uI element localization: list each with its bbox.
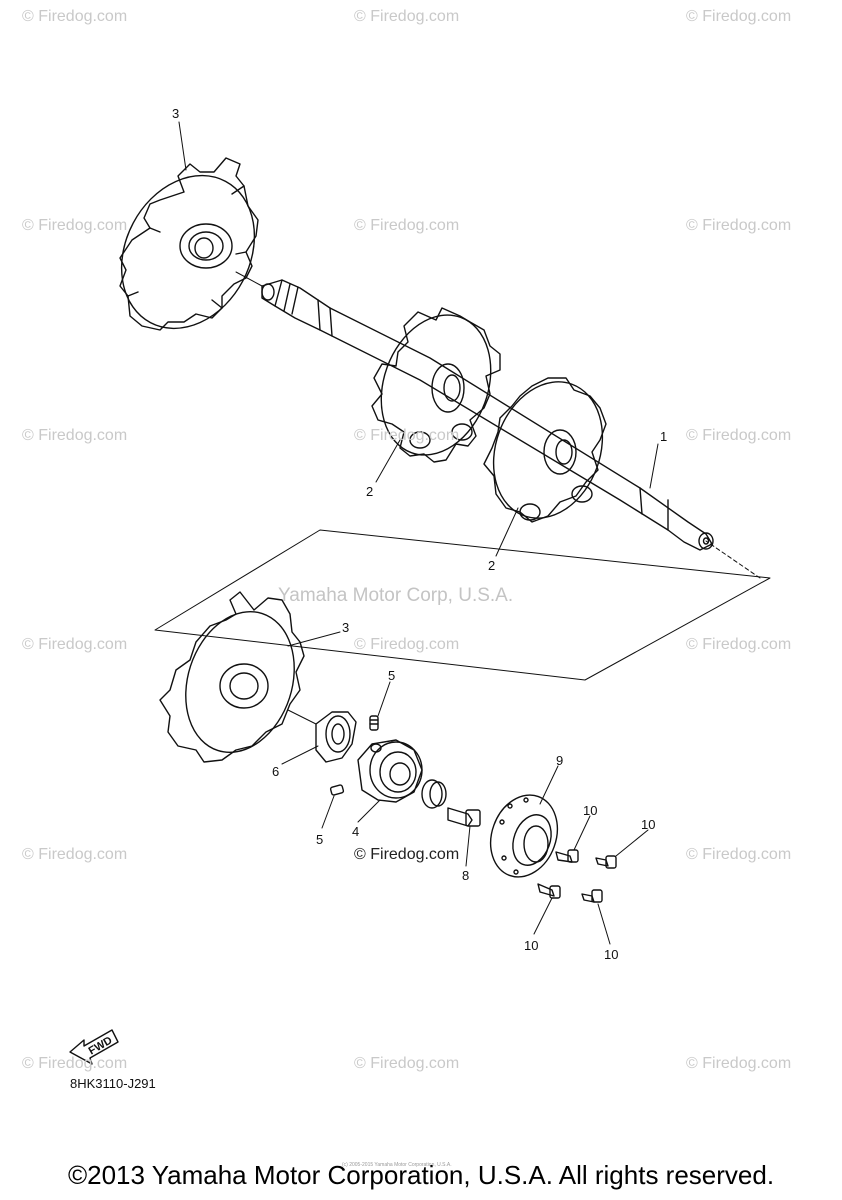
watermark: © Firedog.com [22,1055,128,1072]
sprocket-3-bottom [159,591,305,763]
firedog-watermark-dark: © Firedog.com [354,846,460,863]
bolt-10-c [537,883,561,899]
copyright-footer: ©2013 Yamaha Motor Corporation, U.S.A. A… [67,1160,775,1190]
watermark: © Firedog.com [22,427,128,444]
tiny-notice: (c) 2005-2015 Yamaha Motor Corporation, … [342,1162,452,1168]
watermark: © Firedog.com [22,217,128,234]
callout-5-top: 5 [388,668,396,683]
sprocket-2-left [371,307,501,463]
watermark: © Firedog.com [354,8,460,25]
watermark: © Firedog.com [354,636,460,653]
callout-3-top: 3 [172,106,180,121]
watermark: © Firedog.com [354,1055,460,1072]
callout-2-left: 2 [366,484,374,499]
watermark: © Firedog.com [686,427,792,444]
watermark: © Firedog.com [22,636,128,653]
callout-5-bottom: 5 [316,832,324,847]
watermark: © Firedog.com [686,636,792,653]
callout-10-b: 10 [641,817,656,832]
callout-1: 1 [660,429,668,444]
sprocket-3-top [119,157,259,331]
callout-10-c: 10 [524,938,539,953]
bolt-8 [447,807,481,827]
callout-8: 8 [462,868,470,883]
flange-plate-9 [489,794,559,878]
collar-6 [315,711,357,763]
spacer-nut [421,779,447,809]
set-screw-5-bottom [329,784,345,796]
watermark: © Firedog.com [22,8,128,25]
watermark: © Firedog.com [354,217,460,234]
callout-10-d: 10 [604,947,619,962]
watermark: © Firedog.com [686,8,792,25]
sprocket-2-right [483,377,607,523]
watermark: © Firedog.com [686,217,792,234]
callout-3-bottom: 3 [342,620,350,635]
bolt-10-b [595,855,617,869]
bolt-10-d [581,889,603,903]
callout-10-a: 10 [583,803,598,818]
diagram-code: 8HK3110-J291 [70,1076,156,1091]
watermark: © Firedog.com [686,846,792,863]
callout-2-right: 2 [488,558,496,573]
center-watermark: Yamaha Motor Corp, U.S.A. [278,585,514,606]
callout-9: 9 [556,753,564,768]
watermark: © Firedog.com [354,427,460,444]
callout-6: 6 [272,764,280,779]
leader-lines [178,121,761,945]
set-screw-5-top [369,715,379,731]
bolt-10-a [555,849,579,863]
watermark: © Firedog.com [22,846,128,863]
bearing-4 [357,739,423,803]
drive-shaft [261,279,714,551]
fwd-arrow [69,1029,119,1065]
callout-4: 4 [352,824,360,839]
assembly-outline [154,529,771,681]
watermark: © Firedog.com [686,1055,792,1072]
